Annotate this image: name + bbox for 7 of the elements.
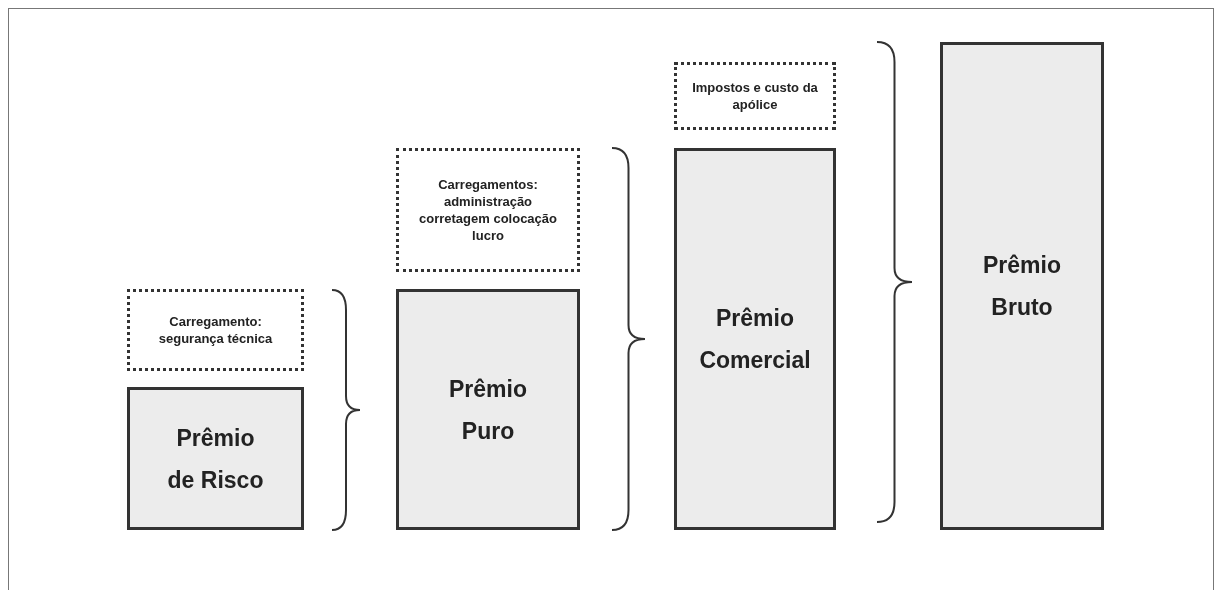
premium-box: Prêmio de Risco	[127, 387, 304, 530]
dotted-box: Carregamentos: administração corretagem colocação lucro	[396, 148, 580, 272]
dotted-box: Impostos e custo da apólice	[674, 62, 836, 130]
premium-box: Prêmio Comercial	[674, 148, 836, 530]
dotted-box: Carregamento: segurança técnica	[127, 289, 304, 371]
premium-box: Prêmio Bruto	[940, 42, 1104, 530]
premium-box: Prêmio Puro	[396, 289, 580, 530]
